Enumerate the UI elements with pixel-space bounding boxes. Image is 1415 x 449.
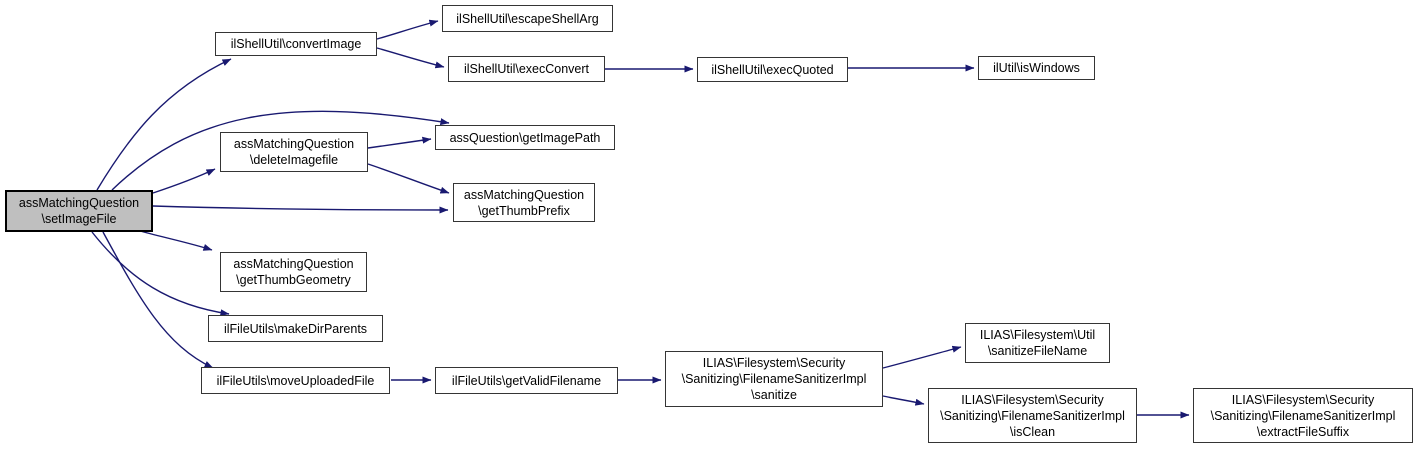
node-getimagepath[interactable]: assQuestion\getImagePath <box>435 125 615 150</box>
node-getthumbprefix[interactable]: assMatchingQuestion \getThumbPrefix <box>453 183 595 222</box>
edge-deleteimagefile-getthumbprefix <box>367 163 450 194</box>
edge-convertimage-execconvert <box>376 47 445 69</box>
edge-deleteimagefile-getimagepath <box>367 136 432 149</box>
node-execquoted[interactable]: ilShellUtil\execQuoted <box>697 57 848 82</box>
edge-setimagefile-getthumbgeometry <box>139 230 213 251</box>
node-isclean[interactable]: ILIAS\Filesystem\Security \Sanitizing\Fi… <box>928 388 1137 443</box>
edge-setimagefile-convertimage <box>96 58 232 191</box>
node-moveuploadedfile[interactable]: ilFileUtils\moveUploadedFile <box>201 367 390 394</box>
node-getthumbgeometry[interactable]: assMatchingQuestion \getThumbGeometry <box>220 252 367 292</box>
edge-setimagefile-deleteimagefile <box>152 168 216 194</box>
node-deleteimagefile[interactable]: assMatchingQuestion \deleteImagefile <box>220 132 368 172</box>
edge-convertimage-escapeshellarg <box>376 19 439 40</box>
node-sanitizefilename[interactable]: ILIAS\Filesystem\Util \sanitizeFileName <box>965 323 1110 363</box>
edge-setimagefile-makedirparents <box>91 231 230 317</box>
edge-sanitize-sanitizefilename <box>882 345 962 369</box>
node-convertimage[interactable]: ilShellUtil\convertImage <box>215 32 377 56</box>
edge-setimagefile-getthumbprefix <box>152 205 449 214</box>
node-execconvert[interactable]: ilShellUtil\execConvert <box>448 56 605 82</box>
node-getvalidfilename[interactable]: ilFileUtils\getValidFilename <box>435 367 618 394</box>
edge-setimagefile-getimagepath <box>111 110 450 191</box>
node-escapeshellarg[interactable]: ilShellUtil\escapeShellArg <box>442 5 613 32</box>
edge-sanitize-isclean <box>882 395 925 406</box>
edge-setimagefile-moveuploadedfile <box>102 231 214 369</box>
node-makedirparents[interactable]: ilFileUtils\makeDirParents <box>208 315 383 342</box>
node-iswindows[interactable]: ilUtil\isWindows <box>978 56 1095 80</box>
node-sanitize[interactable]: ILIAS\Filesystem\Security \Sanitizing\Fi… <box>665 351 883 407</box>
node-setimagefile[interactable]: assMatchingQuestion \setImageFile <box>5 190 153 232</box>
node-extractfilesuffix[interactable]: ILIAS\Filesystem\Security \Sanitizing\Fi… <box>1193 388 1413 443</box>
